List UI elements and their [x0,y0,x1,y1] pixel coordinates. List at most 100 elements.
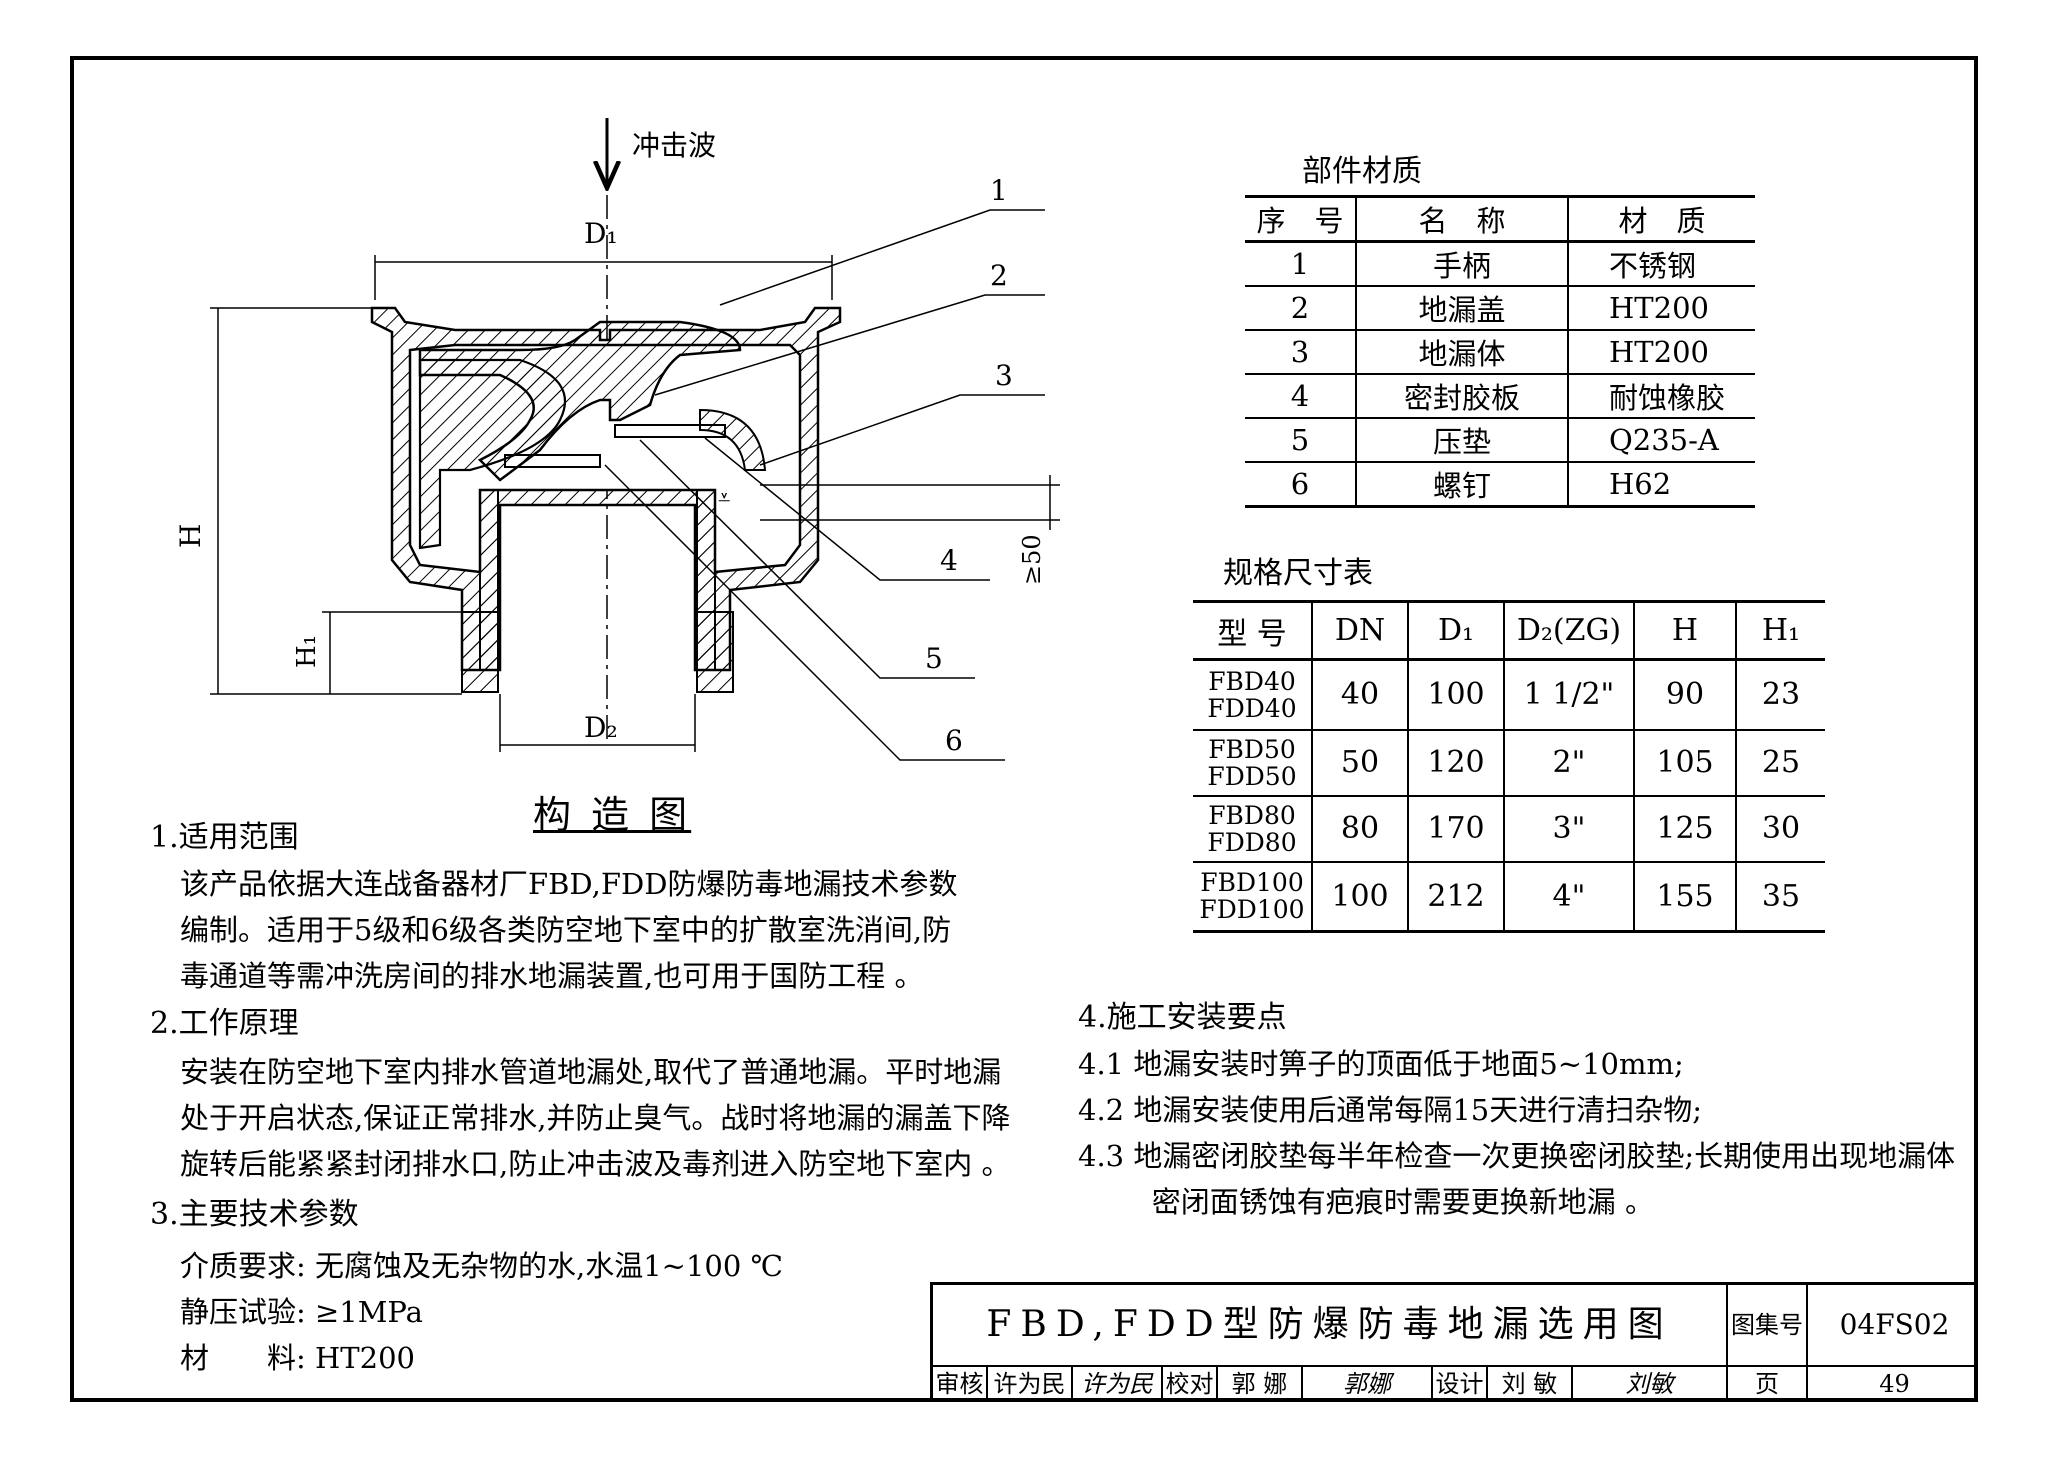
col-header: H₁ [1735,600,1825,661]
designer-signature: 刘敏 [1573,1367,1728,1402]
model-a: FBD80 [1208,800,1296,830]
col-header: 型 号 [1193,600,1313,661]
dim-d1: D₁ [584,217,618,250]
text-line: 该产品依据大连战备器材厂FBD,FDD防爆防毒地漏技术参数 [180,867,958,901]
drawing-title: FBD,FDD型防爆防毒地漏选用图 [933,1285,1728,1365]
cell: 35 [1735,860,1825,933]
cell: 50 [1311,728,1409,797]
cell: 螺钉 [1355,462,1568,508]
dim-h: H [174,524,207,548]
text-line: 4.2 地漏安装使用后通常每隔15天进行清扫杂物; [1078,1093,1703,1127]
cell: 地漏盖 [1355,286,1568,331]
model-b: FDD50 [1207,761,1297,791]
reviewer-signature: 许为民 [1073,1367,1163,1402]
notes-right: 4.施工安装要点 4.1 地漏安装时箅子的顶面低于地面5~10mm; 4.2 地… [1078,995,1955,1225]
callout-2: 2 [990,259,1008,292]
check-label: 校对 [1163,1367,1218,1402]
drain-cover [418,320,742,482]
section-title: 3.主要技术参数 [150,1197,359,1232]
text-line: 处于开启状态,保证正常排水,并防止臭气。战时将地漏的漏盖下降 [180,1101,1011,1135]
callout-3: 3 [995,359,1013,392]
review-label: 审核 [933,1367,988,1402]
cell: 5 [1245,418,1356,463]
col-header: D₁ [1407,600,1505,661]
cell: 3 [1245,330,1356,375]
text-line: 编制。适用于5级和6级各类防空地下室中的扩散室洗消间,防 [180,913,952,947]
callout-5: 5 [925,642,943,675]
cell: 4" [1503,860,1635,933]
text-line: 密闭面锈蚀有疤痕时需要更换新地漏 。 [1078,1185,1654,1219]
dim-h1: H₁ [292,635,322,668]
cell: Q235-A [1567,418,1755,463]
atlas-label: 图集号 [1728,1285,1808,1365]
construction-drawing: 冲击波 D₁ ⩡ H H₁ D₂ ≥50 1 2 3 4 [174,118,1060,761]
cell: 手柄 [1355,241,1568,287]
shock-wave-label: 冲击波 [632,129,716,162]
checker-name: 郭 娜 [1218,1367,1303,1402]
cell: 100 [1311,860,1409,933]
cell: 40 [1311,658,1409,731]
text-line: 静压试验: ≥1MPa [180,1295,423,1329]
cell: HT200 [1567,330,1755,375]
section-title: 2.工作原理 [150,1006,299,1041]
cell: 2" [1503,728,1635,797]
callout-6: 6 [945,724,963,757]
cell: 80 [1311,794,1409,863]
signature-row: 审核 许为民 许为民 校对 郭 娜 郭娜 设计 刘 敏 刘敏 页 49 [933,1365,1978,1402]
cell: 不锈钢 [1567,241,1755,287]
model-a: FBD100 [1200,868,1304,898]
col-header: DN [1311,600,1409,661]
cell: 压垫 [1355,418,1568,463]
text-line: 材 料: HT200 [180,1341,415,1375]
text-line: 4.3 地漏密闭胶垫每半年检查一次更换密闭胶垫;长期使用出现地漏体 [1078,1139,1956,1173]
dim-50: ≥50 [1018,534,1046,585]
cell: 4 [1245,374,1356,419]
dim-d2: D₂ [584,711,618,744]
text-line: 4.1 地漏安装时箅子的顶面低于地面5~10mm; [1078,1047,1684,1081]
model-b: FDD40 [1207,693,1297,723]
specs-title: 规格尺寸表 [1223,556,1373,591]
section-title: 4.施工安装要点 [1078,1000,1287,1035]
cell: 170 [1407,794,1505,863]
notes-left: 1.适用范围 该产品依据大连战备器材厂FBD,FDD防爆防毒地漏技术参数 编制。… [150,815,1010,1381]
drawing-caption: 构 造 图 [533,793,692,837]
text-line: 毒通道等需冲洗房间的排水地漏装置,也可用于国防工程 。 [180,959,924,993]
col-header: D₂(ZG) [1503,600,1635,661]
cell: 100 [1407,658,1505,731]
page-label: 页 [1728,1367,1808,1402]
materials-title: 部件材质 [1302,154,1422,189]
title-block: FBD,FDD型防爆防毒地漏选用图 图集号 04FS02 审核 许为民 许为民 … [930,1282,1978,1402]
model-a: FBD40 [1208,666,1296,696]
col-header: 名 称 [1355,195,1568,243]
reviewer-name: 许为民 [988,1367,1073,1402]
col-header: H [1633,600,1737,661]
cell: 212 [1407,860,1505,933]
cell: 3" [1503,794,1635,863]
cell: H62 [1567,462,1755,508]
col-header: 序 号 [1245,195,1356,243]
model-b: FDD100 [1199,895,1305,925]
cell: 120 [1407,728,1505,797]
section-title: 1.适用范围 [150,820,299,855]
col-header: 材 质 [1567,195,1755,243]
cell: 25 [1735,728,1825,797]
text-line: 旋转后能紧紧封闭排水口,防止冲击波及毒剂进入防空地下室内 。 [180,1147,1011,1181]
cell: 125 [1633,794,1737,863]
cell: 耐蚀橡胶 [1567,374,1755,419]
cell: HT200 [1567,286,1755,331]
callout-1: 1 [990,174,1008,207]
svg-text:⩡: ⩡ [718,486,730,511]
